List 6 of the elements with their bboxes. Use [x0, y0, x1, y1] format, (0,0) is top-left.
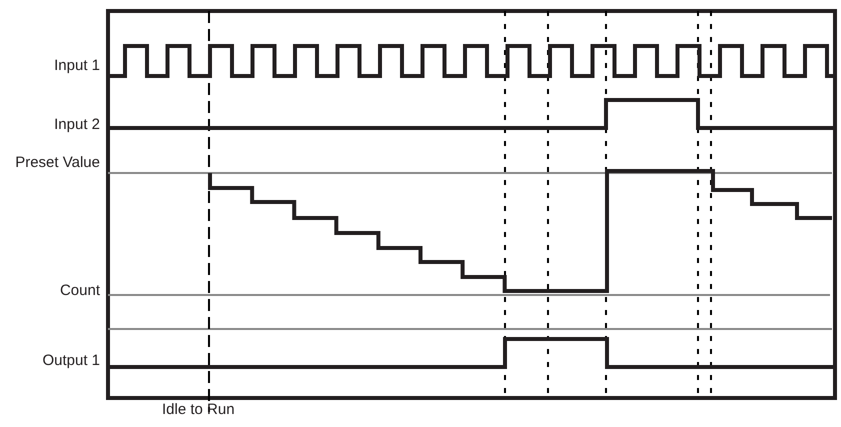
signal-label: Input 2	[54, 116, 100, 134]
signal-label: Input 1	[54, 57, 100, 75]
signal-label: Output 1	[42, 352, 100, 370]
signal-label: Idle to Run	[162, 401, 235, 419]
signal-label: Preset Value	[15, 154, 100, 172]
signal-label: Count	[60, 282, 100, 300]
